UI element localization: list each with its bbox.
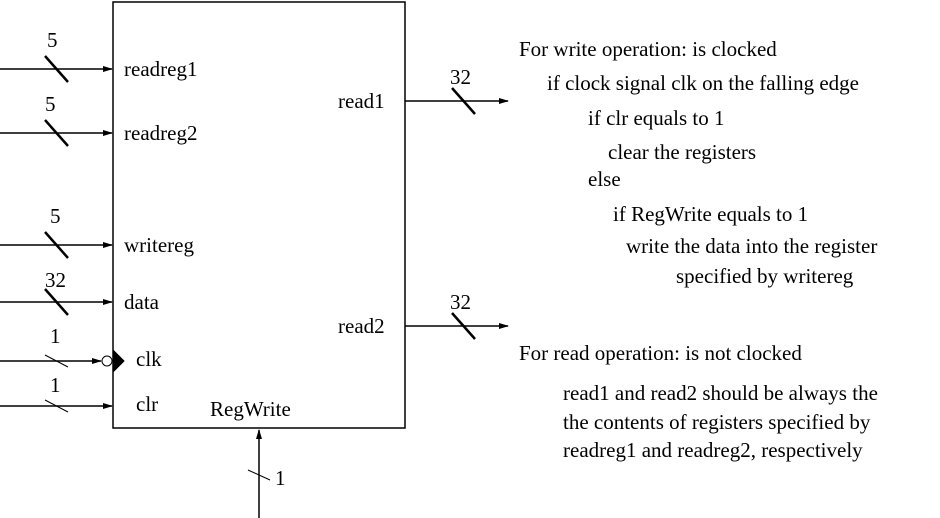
bus-width: 32 (450, 290, 471, 314)
port-label: RegWrite (210, 397, 291, 421)
note-line: For read operation: is not clocked (519, 341, 802, 365)
register-file-block (112, 1, 406, 429)
output-read1: 32 read1 (338, 65, 509, 115)
note-line: the contents of registers specified by (563, 410, 871, 434)
port-label: readreg2 (124, 121, 197, 145)
port-label: clr (136, 392, 158, 416)
input-regwrite: 1 RegWrite (210, 397, 291, 518)
clock-edge-symbol (112, 349, 125, 373)
port-label: read2 (338, 314, 385, 338)
note-line: specified by writereg (676, 264, 854, 288)
bus-width: 1 (50, 373, 61, 397)
note-line: if clr equals to 1 (588, 106, 724, 130)
note-line: if clock signal clk on the falling edge (547, 71, 859, 95)
note-line: For write operation: is clocked (519, 37, 777, 61)
input-data: 32 data (0, 268, 160, 316)
bus-width: 1 (50, 324, 61, 348)
port-label: readreg1 (124, 57, 197, 81)
note-line: readreg1 and readreg2, respectively (563, 438, 863, 462)
bus-width: 5 (50, 204, 61, 228)
input-readreg1: 5 readreg1 (0, 28, 197, 83)
input-readreg2: 5 readreg2 (0, 92, 197, 147)
read-operation-notes: For read operation: is not clocked read1… (519, 341, 878, 462)
note-line: read1 and read2 should be always the (563, 381, 878, 405)
input-clr: 1 clr (0, 373, 158, 416)
bus-width: 1 (275, 466, 286, 490)
bus-width: 5 (47, 28, 58, 52)
inverter-bubble (101, 355, 113, 367)
note-line: if RegWrite equals to 1 (613, 202, 808, 226)
note-line: clear the registers (608, 140, 756, 164)
port-label: read1 (338, 89, 385, 113)
bus-width: 5 (45, 92, 56, 116)
port-label: data (124, 290, 160, 314)
bus-width: 32 (450, 65, 471, 89)
bus-width: 32 (45, 268, 66, 292)
note-line: write the data into the register (626, 234, 877, 258)
output-read2: 32 read2 (338, 290, 509, 340)
port-label: clk (136, 347, 162, 371)
write-operation-notes: For write operation: is clocked if clock… (519, 37, 877, 288)
input-writereg: 5 writereg (0, 204, 194, 259)
note-line: else (588, 167, 621, 191)
input-clk: 1 clk (0, 324, 162, 373)
port-label: writereg (124, 233, 194, 257)
